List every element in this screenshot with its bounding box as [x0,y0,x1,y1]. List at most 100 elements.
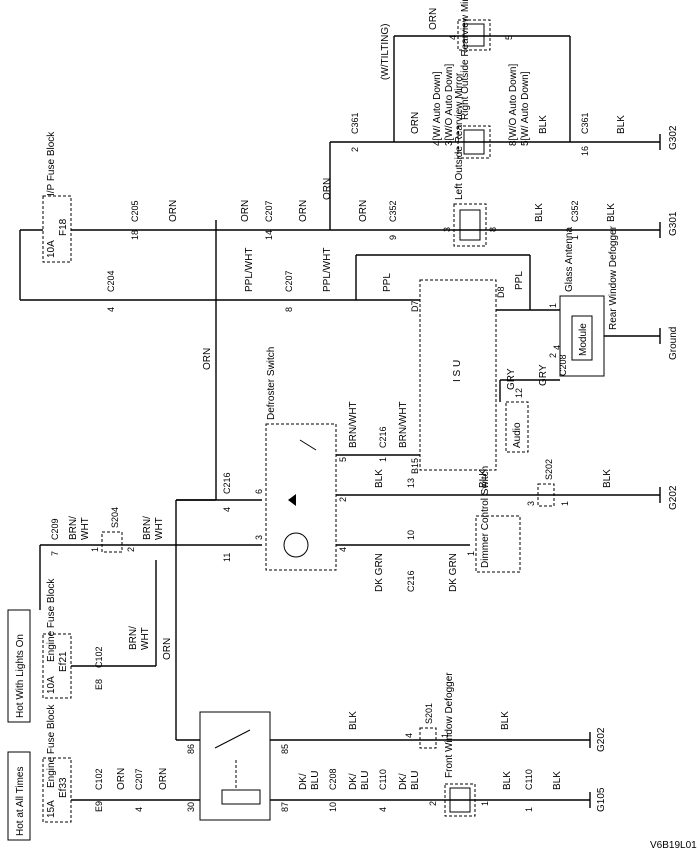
hot-with-lights-on-box [7,609,31,723]
f18-name: F18 [58,218,69,236]
left-mirror-label: Left Outside Rearview Mirror [454,72,465,200]
wire-label-blk-85: BLK [348,711,359,730]
wire-label-brnwht-2: BRN/WHT [398,401,409,448]
pin-8-c207: 8 [284,307,294,312]
conn-c352-a: C352 [388,200,398,222]
wire-label-wht-c209: WHT [80,517,91,540]
hot-with-lights-on-label: Hot With Lights On [15,634,26,718]
s202-pin-3: 3 [526,501,536,506]
wire-label-orn-upper: ORN [202,348,213,370]
pin-87: 87 [280,802,290,812]
wire-label-blk-rm: BLK [538,115,549,134]
wire-label-orn-rm: ORN [410,112,421,134]
wire-label-orn-c207b: ORN [298,200,309,222]
right-mirror-box [457,125,491,159]
splice-s204: S204 [110,507,120,528]
pin-9-c352: 9 [388,235,398,240]
isu-pin-d8: D8 [496,286,506,298]
pin-86: 86 [186,744,196,754]
dimmer-switch-label: Dimmer Control Switch [480,466,491,568]
wire-label-blk-fd: BLK [502,771,513,790]
wire-label-orn-f18: ORN [168,200,179,222]
wire-label-dkgrn-1: DK GRN [374,553,385,592]
left-mirror-pin-8: 8 [488,227,498,232]
pin-16-c361: 16 [580,146,590,156]
wire-label-pplwht-2: PPL/WHT [322,248,333,292]
s202-pin-1: 1 [560,501,570,506]
front-defogger-pin-2: 2 [428,801,438,806]
defroster-pin-5: 5 [338,457,348,462]
conn-c209: C209 [50,518,60,540]
ef21-name: Ef21 [58,651,69,672]
defroster-switch-contact [299,439,317,451]
pin-11-c216: 11 [222,553,232,562]
splice-s204-box [101,531,123,553]
ef21-rating: 10A [46,676,57,694]
pin-e8: E8 [94,679,104,690]
pin-4-c207: 4 [134,807,144,812]
front-defogger-grid-icon [449,787,471,813]
tilting-motor-box [457,19,491,51]
conn-c110-a: C110 [378,769,388,790]
dimmer-pin-1: 1 [466,551,476,556]
wire-label-blk-g301: BLK [606,203,617,222]
wire-label-orn-2: ORN [158,768,169,790]
defroster-pin-3: 3 [254,535,264,540]
wire-label-blk-d3: BLK [602,469,613,488]
tilt-pin-4: 4 [448,35,458,40]
wire-label-blu-1: BLU [310,771,321,790]
defroster-led-icon [288,494,296,506]
wire-label-dk-2: DK/ [348,773,359,790]
wire-label-blk-d1: BLK [374,469,385,488]
ef33-fuse-block [42,757,72,823]
diagram-code: V6B19L01 [650,840,697,851]
ground-module: Ground [668,327,679,360]
relay-switch-contact [214,729,251,749]
pin-1-c352: 1 [570,235,580,240]
pin-4-c110: 4 [378,807,388,812]
wire-label-orn-1: ORN [116,768,127,790]
wire-label-blu-2: BLU [360,771,371,790]
pin-13-c216: 13 [406,478,416,488]
wire-label-wht-ef21: WHT [140,627,151,650]
conn-c110-b: C110 [524,769,534,790]
wire-label-blk-lm: BLK [534,203,545,222]
module-pin-1: 1 [548,303,558,308]
isu-label: I S U [452,360,463,382]
defogger-relay [199,711,271,821]
hot-at-all-times-box [7,751,31,841]
ground-g202-b: G202 [668,485,679,510]
wire-label-brnwht-1: BRN/WHT [348,401,359,448]
isu-pin-b15: B15 [410,458,420,474]
wire-label-brn-ef21: BRN/ [128,626,139,650]
splice-s202: S202 [544,459,554,480]
pin-2-c361: 2 [350,147,360,152]
ef33-rating: 15A [46,800,57,818]
left-mirror-box [453,203,487,247]
wire-label-gry-2: GRY [538,364,549,386]
ip-fuse-block-label: I/P Fuse Block [46,131,57,196]
conn-c208-a: C208 [328,768,338,790]
right-mirror-label: Right Outside Rearview Mirror [460,0,471,120]
splice-s202-box [537,483,555,507]
f18-rating: 10A [46,240,57,258]
wire-label-orn-rm-v: ORN [322,178,333,200]
wire-label-orn-trunk: ORN [162,638,173,660]
rm-pin-note-3: 3[W/O Auto Down] [444,64,455,146]
s204-pin-1: 1 [90,547,100,552]
dimmer-switch-box [475,515,521,573]
front-defogger-pin-1: 1 [480,801,490,806]
wire-label-dkgrn-2: DK GRN [448,553,459,592]
wire-label-blk-g105: BLK [552,771,563,790]
front-defogger-box [444,783,476,817]
conn-c216-a: C216 [222,472,232,494]
conn-c207-a: C207 [134,768,144,790]
pin-4-c208: 4 [552,345,562,350]
pin-85: 85 [280,744,290,754]
pin-7-c209: 7 [50,551,60,556]
rear-defogger-label: Rear Window Defogger [608,225,619,330]
wire-label-brn-c209: BRN/ [68,516,79,540]
tilting-motor-icon [463,23,485,47]
pin-e9: E9 [94,801,104,812]
pin-18-c205: 18 [130,230,140,240]
